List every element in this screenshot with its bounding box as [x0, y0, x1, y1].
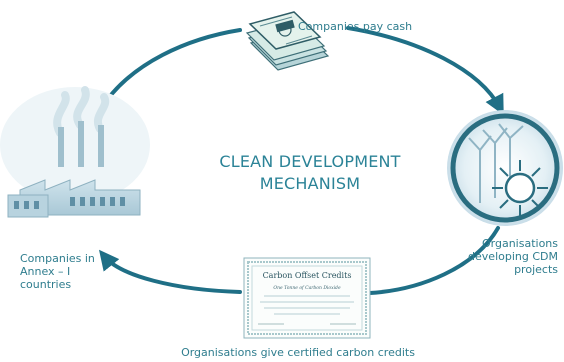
label-annex-line-2: Annex – I — [20, 265, 71, 278]
label-cdm-line-3: projects — [514, 263, 558, 276]
label-credits: Organisations give certified carbon cred… — [181, 346, 415, 359]
label-pay-cash: Companies pay cash — [298, 20, 413, 33]
certificate-heading: Carbon Offset Credits — [263, 271, 352, 280]
arrow-cdm-to-credits — [368, 226, 500, 295]
arrow-credits-to-annex — [98, 249, 242, 294]
label-annex-line-3: countries — [20, 278, 72, 291]
factory-icon — [0, 86, 150, 218]
title-line-2: MECHANISM — [259, 174, 361, 193]
label-cdm-line-1: Organisations — [481, 237, 558, 250]
label-annex-companies: Companies in Annex – I countries — [20, 252, 120, 291]
cash-stack-icon — [245, 11, 330, 71]
label-annex-line-1: Companies in — [20, 252, 95, 265]
certificate-subline: One Tonne of Carbon Dioxide — [273, 285, 341, 291]
certificate-icon: Carbon Offset Credits One Tonne of Carbo… — [243, 257, 371, 339]
arrow-cash-to-cdm — [346, 26, 504, 116]
wind-solar-icon — [447, 110, 563, 226]
arrow-annex-to-cash — [98, 28, 242, 112]
label-cdm-projects: Organisations developing CDM projects — [440, 237, 558, 276]
label-cdm-line-2: developing CDM — [468, 250, 558, 263]
title-line-1: CLEAN DEVELOPMENT — [219, 152, 401, 171]
diagram-title: CLEAN DEVELOPMENT MECHANISM — [195, 151, 425, 195]
